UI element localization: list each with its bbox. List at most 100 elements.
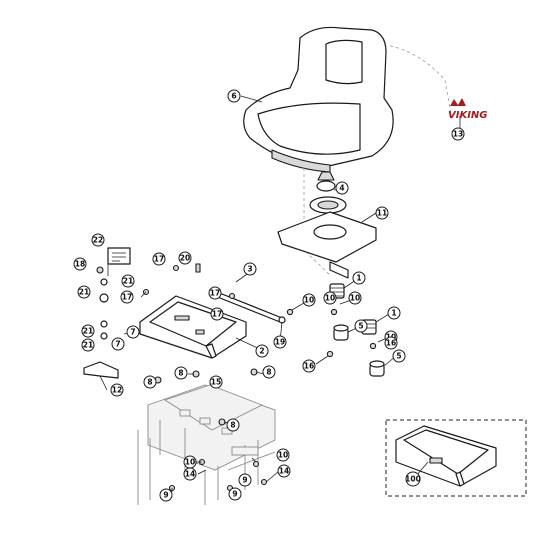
seat-to-brand-dash <box>389 45 453 121</box>
callout-9b: 9 <box>238 473 252 487</box>
callout-6: 6 <box>227 89 241 103</box>
callout-label: 8 <box>178 369 183 378</box>
callout-1a: 1 <box>352 271 366 285</box>
callout-15: 15 <box>209 375 223 389</box>
callout-label: 21 <box>79 288 89 297</box>
callout-8c: 8 <box>262 365 276 379</box>
callout-21c: 21 <box>81 324 95 338</box>
callout-8a: 8 <box>143 375 157 389</box>
callout-17d: 17 <box>210 307 224 321</box>
callout-label: 14 <box>185 470 195 479</box>
callout-label: 10 <box>325 294 335 303</box>
callout-label: 17 <box>212 310 222 319</box>
callout-18: 18 <box>73 257 87 271</box>
callout-label: 21 <box>123 277 133 286</box>
seat <box>243 26 394 173</box>
callout-17b: 17 <box>120 290 134 304</box>
callout-14a: 14 <box>183 467 197 481</box>
callout-label: 12 <box>112 386 122 395</box>
callout-label: 10 <box>185 458 195 467</box>
hardware-bolts <box>286 308 377 358</box>
callout-16b: 16 <box>384 336 398 350</box>
tractor-frame-ghost <box>137 384 276 505</box>
callout-9a: 9 <box>159 488 173 502</box>
label-decal <box>107 247 131 265</box>
callout-label: 15 <box>211 378 221 387</box>
callout-10c: 10 <box>183 455 197 469</box>
callout-5b: 5 <box>392 349 406 363</box>
callout-12: 12 <box>110 383 124 397</box>
callout-7a: 7 <box>126 325 140 339</box>
callout-16a: 16 <box>302 359 316 373</box>
callout-label: 9 <box>163 491 168 500</box>
callout-14b: 14 <box>277 464 291 478</box>
callout-22: 22 <box>91 233 105 247</box>
bushing-lower <box>369 360 385 377</box>
callout-label: 17 <box>210 289 220 298</box>
brand-name: VIKING <box>448 110 488 121</box>
callout-label: 8 <box>266 368 271 377</box>
callout-label: 100 <box>405 475 421 484</box>
brand-crown-icon <box>450 98 466 106</box>
callout-label: 17 <box>122 293 132 302</box>
callout-11: 11 <box>375 206 389 220</box>
bushing-upper <box>333 324 349 341</box>
callout-label: 7 <box>115 340 120 349</box>
callout-10d: 10 <box>276 448 290 462</box>
callout-label: 8 <box>147 378 152 387</box>
callout-label: 1 <box>391 309 396 318</box>
washers <box>99 278 109 340</box>
callout-label: 11 <box>377 209 387 218</box>
callout-label: 16 <box>386 339 396 348</box>
callout-19: 19 <box>273 335 287 349</box>
callout-label: 4 <box>339 184 344 193</box>
callout-label: 3 <box>247 265 252 274</box>
callout-label: 13 <box>453 130 463 139</box>
callout-21d: 21 <box>81 338 95 352</box>
callout-21a: 21 <box>121 274 135 288</box>
callout-label: 2 <box>259 347 264 356</box>
callout-label: 9 <box>232 490 237 499</box>
callout-label: 9 <box>242 476 247 485</box>
callout-2: 2 <box>255 344 269 358</box>
callout-4: 4 <box>335 181 349 195</box>
callout-8d: 8 <box>226 418 240 432</box>
callout-label: 5 <box>358 322 363 331</box>
callout-8b: 8 <box>174 366 188 380</box>
callout-20: 20 <box>178 251 192 265</box>
callout-label: 14 <box>279 467 289 476</box>
callout-label: 22 <box>93 236 103 245</box>
brand-logo: VIKING <box>448 98 488 121</box>
callout-label: 19 <box>275 338 285 347</box>
callout-label: 1 <box>356 274 361 283</box>
bracket-12 <box>83 361 119 379</box>
callout-5a: 5 <box>354 319 368 333</box>
seat-bracket <box>277 211 377 279</box>
inset-panel <box>385 419 527 497</box>
callout-100: 100 <box>405 471 421 487</box>
callout-13: 13 <box>451 127 465 141</box>
seat-mounting-plate <box>139 295 247 359</box>
callout-10b: 10 <box>348 291 362 305</box>
callout-label: 20 <box>180 254 190 263</box>
callout-17a: 17 <box>152 252 166 266</box>
callout-7b: 7 <box>111 337 125 351</box>
callout-label: 5 <box>396 352 401 361</box>
callout-label: 8 <box>230 421 235 430</box>
callout-9c: 9 <box>228 487 242 501</box>
callout-label: 16 <box>304 362 314 371</box>
callout-label: 21 <box>83 327 93 336</box>
callout-label: 6 <box>231 92 236 101</box>
callout-label: 7 <box>130 328 135 337</box>
callout-label: 21 <box>83 341 93 350</box>
callout-10f: 10 <box>323 291 337 305</box>
callout-21b: 21 <box>77 285 91 299</box>
callout-label: 10 <box>304 296 314 305</box>
callout-label: 17 <box>154 255 164 264</box>
callout-17c: 17 <box>208 286 222 300</box>
callout-3: 3 <box>243 262 257 276</box>
callout-1b: 1 <box>387 306 401 320</box>
callout-label: 18 <box>75 260 85 269</box>
callout-label: 10 <box>350 294 360 303</box>
